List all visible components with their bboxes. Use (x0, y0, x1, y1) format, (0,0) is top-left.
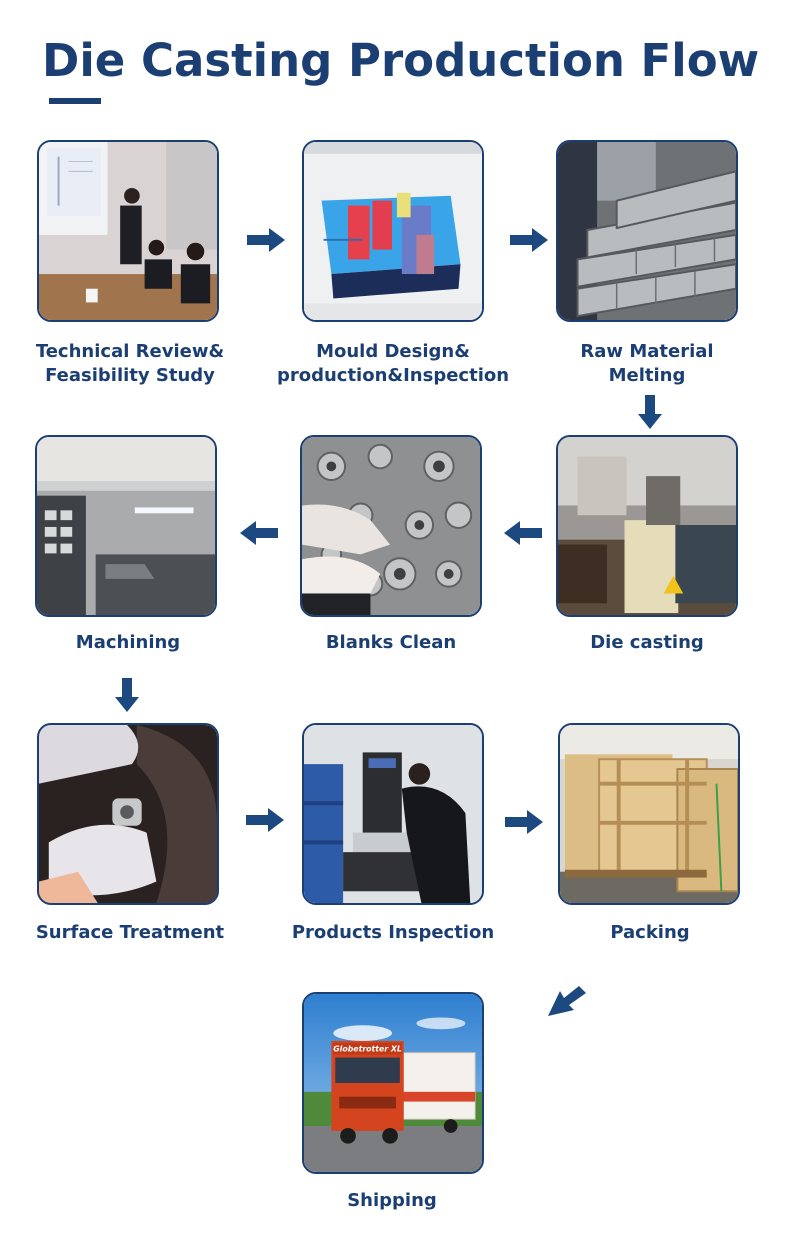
step-label: Blanks Clean (325, 632, 457, 653)
surface-treatment-photo (37, 723, 219, 905)
step-label: Mould Design& production&Inspection (276, 341, 510, 386)
technical-review-photo (37, 140, 219, 322)
page-title: Die Casting Production Flow (42, 34, 760, 87)
step-label: Shipping (347, 1190, 437, 1211)
arrow-left-icon (240, 521, 278, 545)
step-label: Products Inspection (291, 922, 495, 943)
mould-design-photo (302, 140, 484, 322)
step-label: Die casting (590, 632, 704, 653)
machining-photo (35, 435, 217, 617)
die-casting-photo (556, 435, 738, 617)
truck-brand-text: Globetrotter XL (333, 1045, 402, 1054)
step-label: Technical Review& Feasibility Study (35, 341, 225, 386)
blanks-clean-photo (300, 435, 482, 617)
products-inspection-photo (302, 723, 484, 905)
arrow-down-icon (638, 395, 662, 429)
step-label: Surface Treatment (35, 922, 225, 943)
arrow-right-icon (247, 228, 285, 252)
arrow-left-icon (504, 521, 542, 545)
arrow-down-left-icon (548, 986, 586, 1016)
step-label: Packing (610, 922, 690, 943)
arrow-right-icon (510, 228, 548, 252)
arrow-right-icon (246, 808, 284, 832)
arrow-down-icon (115, 678, 139, 712)
step-label: Raw Material Melting (580, 341, 714, 386)
shipping-photo: Globetrotter XL (302, 992, 484, 1174)
arrow-right-icon (505, 810, 543, 834)
packing-photo (558, 723, 740, 905)
title-underline (49, 98, 101, 104)
raw-material-photo (556, 140, 738, 322)
step-label: Machining (75, 632, 181, 653)
